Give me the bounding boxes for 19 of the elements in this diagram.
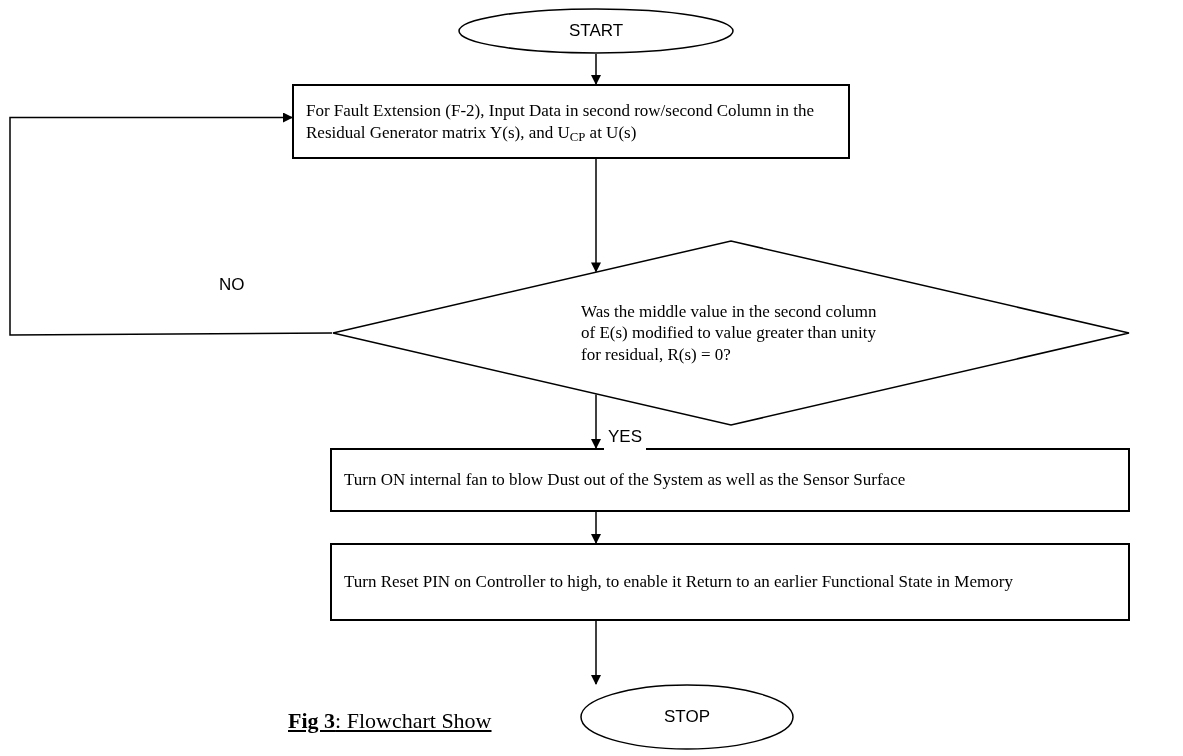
process-box	[292, 84, 850, 159]
process-box	[330, 543, 1130, 621]
process-box	[330, 448, 1130, 512]
arrow	[591, 393, 601, 449]
node-text: STOP	[664, 706, 710, 729]
terminal-oval	[458, 8, 734, 54]
arrow	[591, 511, 601, 544]
terminal-oval	[580, 684, 794, 750]
arrow	[591, 53, 601, 85]
decision-diamond	[332, 240, 1130, 426]
arrow	[591, 158, 601, 273]
node-text: Turn ON internal fan to blow Dust out of the System as well as the Sensor Surface	[344, 469, 906, 491]
node-text: Turn Reset PIN on Controller to high, to enable it Return to an earlier Functional State in Memory	[344, 571, 1013, 593]
node-text: Was the middle value in the second column of E(s) modified to value greater than unity for residual, R(s) = 0?	[581, 301, 878, 365]
caption: Fig 3: Flowchart Show	[288, 707, 492, 735]
node-text: For Fault Extension (F-2), Input Data in second row/second Column in the Residual Generator matrix Y(s), and U$_{CP}$ at U(s)	[306, 100, 816, 143]
arrow	[9, 112, 333, 336]
node-text: START	[568, 20, 624, 43]
arrow	[591, 620, 601, 685]
